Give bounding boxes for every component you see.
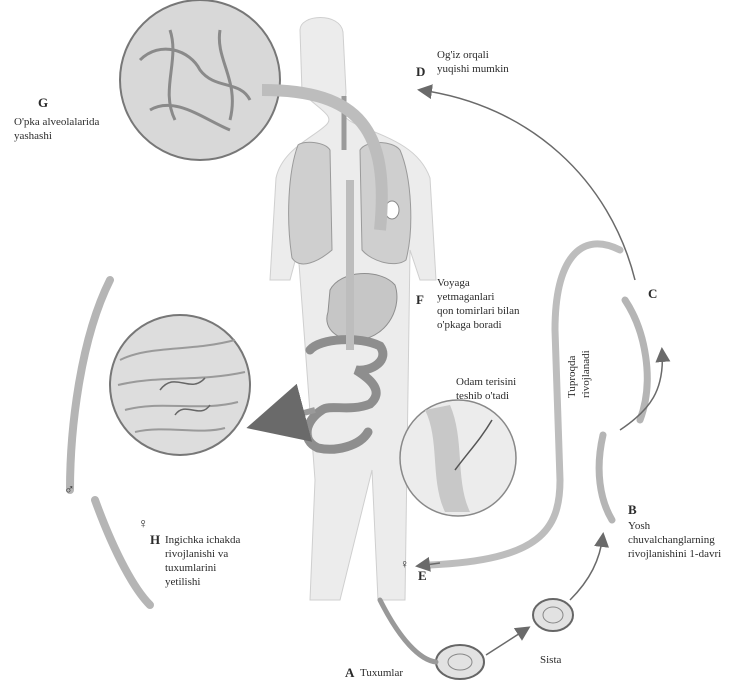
label-b-line2: chuvalchanglarning bbox=[628, 534, 715, 547]
egg-a bbox=[436, 645, 484, 679]
label-soil-line2: rivojlanadi bbox=[580, 350, 592, 398]
letter-b: B bbox=[628, 502, 637, 518]
label-h-line2: rivojlanishi va bbox=[165, 548, 228, 561]
letter-h: H bbox=[150, 532, 160, 548]
label-f-line4: o'pkaga boradi bbox=[437, 319, 502, 332]
arrow-egg-from-host bbox=[380, 600, 436, 662]
label-cyst: Sista bbox=[540, 654, 561, 667]
letter-c: C bbox=[648, 286, 657, 302]
letter-g: G bbox=[38, 95, 48, 111]
letter-d: D bbox=[416, 64, 425, 80]
label-g-line1: O'pka alveolalarida bbox=[14, 116, 99, 129]
larva-b bbox=[599, 435, 612, 520]
label-h-line1: Ingichka ichakda bbox=[165, 534, 240, 547]
female-symbol: ♀ bbox=[138, 518, 149, 531]
letter-a: A bbox=[345, 665, 354, 681]
female-worm bbox=[95, 500, 150, 605]
label-b-line1: Yosh bbox=[628, 520, 650, 533]
label-d-line2: yuqishi mumkin bbox=[437, 63, 509, 76]
male-worm bbox=[70, 280, 110, 490]
label-f-line2: yetmaganlari bbox=[437, 291, 494, 304]
label-b-line3: rivojlanishini 1-davri bbox=[628, 548, 721, 561]
label-soil-line1: Tuproqda bbox=[566, 356, 578, 398]
label-f-line3: qon tomirlari bilan bbox=[437, 305, 519, 318]
alveoli-magnified-circle bbox=[120, 0, 280, 160]
arrow-cyst-to-b bbox=[570, 535, 603, 600]
cyst bbox=[533, 599, 573, 631]
letter-e: E bbox=[418, 568, 427, 584]
arrow-egg-to-cyst bbox=[486, 628, 528, 655]
label-h-line4: yetilishi bbox=[165, 576, 200, 589]
label-skin-line1: Odam terisini bbox=[456, 376, 516, 389]
intestine-magnified-circle bbox=[110, 315, 250, 455]
arrow-to-mouth bbox=[420, 90, 635, 280]
male-symbol: ♂ bbox=[64, 484, 75, 497]
letter-f: F bbox=[416, 292, 424, 308]
female-symbol-e: ♀ bbox=[400, 558, 409, 571]
label-d-line1: Og'iz orqali bbox=[437, 49, 489, 62]
label-f-line1: Voyaga bbox=[437, 277, 470, 290]
label-h-line3: tuxumlarini bbox=[165, 562, 216, 575]
label-skin-line2: teshib o'tadi bbox=[456, 390, 509, 403]
larva-c bbox=[625, 300, 647, 420]
left-lung bbox=[289, 142, 332, 264]
label-eggs: Tuxumlar bbox=[360, 667, 403, 680]
label-g-line2: yashashi bbox=[14, 130, 52, 143]
